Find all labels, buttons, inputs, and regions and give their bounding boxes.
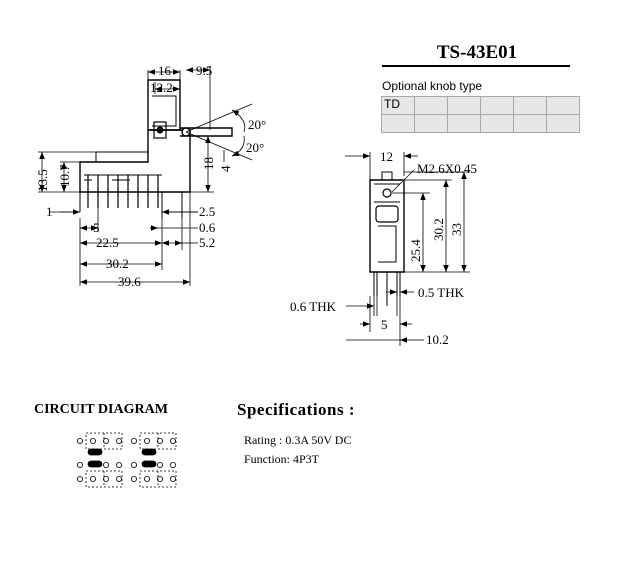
rating-spec: Rating : 0.3A 50V DC [244,433,352,447]
dim-label: 25.4 [408,239,423,262]
dim-label: 1 [46,204,53,219]
knob-cell [513,114,547,133]
dim-label: 10.7 [57,164,72,187]
circuit-diagram-heading: CIRCUIT DIAGRAM [34,402,168,417]
part-number-title: TS-43E01 [436,42,518,63]
specifications-heading: Specifications : [237,400,356,419]
knob-cell [546,114,580,133]
side-view-labels: 12 M2.6X0.45 25.4 30.2 33 0.6 THK 0.5 TH… [290,149,477,347]
circuit-group-right [130,432,177,488]
dim-label: 20° [246,140,264,155]
dim-label: 12 [380,149,393,164]
circuit-group-left [77,432,123,488]
dim-label: 30.2 [106,256,129,271]
knob-table-row [381,114,580,133]
dim-label: 20° [248,117,266,132]
knob-cell [447,96,481,115]
knob-cell [546,96,580,115]
circuit-diagram [77,432,177,488]
dim-label: 0.5 THK [418,285,465,300]
dim-label: 0.6 THK [290,299,337,314]
dim-label: 12.2 [150,80,173,95]
dim-label: 5 [381,317,388,332]
dim-label: 18 [201,157,216,170]
function-spec: Function: 4P3T [244,452,320,466]
front-view-labels: 16 12.2 9.5 20° 20° 18 4 13.5 10.7 1 2.5… [35,63,266,289]
dim-label: 4 [218,165,233,172]
knob-type-table: TD [381,96,580,133]
actuator-housing [147,79,181,131]
title-underline [382,65,570,67]
dim-label: 10.2 [426,332,449,347]
dim-label: 30.2 [431,218,446,241]
dim-label: 22.5 [96,235,119,250]
knob-cell [381,114,415,133]
dim-label: 2.5 [199,204,215,219]
thread-label: M2.6X0.45 [417,161,477,176]
dim-label: 39.6 [118,274,141,289]
dim-label: 16 [158,63,172,78]
side-view [345,152,470,346]
front-view [38,66,253,286]
dim-label: 5 [93,220,100,235]
knob-type-label: Optional knob type [382,79,483,93]
dim-label: 33 [449,223,464,236]
knob-cell [414,114,448,133]
dim-label: 13.5 [35,169,50,192]
dim-label: 0.6 [199,220,216,235]
dim-label: 9.5 [196,63,212,78]
dim-label: 5.2 [199,235,215,250]
